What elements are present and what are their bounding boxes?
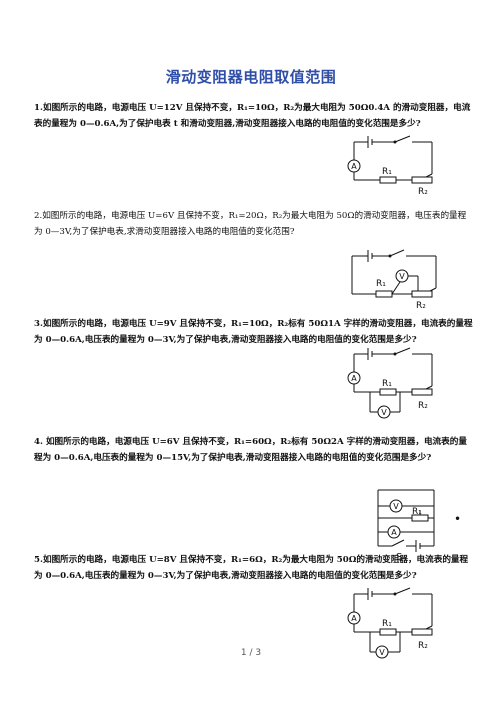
voltmeter-label: V <box>379 648 385 657</box>
r1-label: R₁ <box>382 619 392 629</box>
switch-s-label: S <box>396 552 402 563</box>
question-4: 4. 如图所示的电路，电源电压 U=6V 且保持不变，R₁=60Ω，R₂标有 5… <box>34 437 467 463</box>
ammeter-label: A <box>351 374 357 383</box>
r1-label: R₁ <box>376 279 386 289</box>
ammeter-label: A <box>351 614 357 623</box>
stray-dot: • <box>454 512 462 526</box>
question-2: 2.如图所示的电路，电源电压 U=6V 且保持不变，R₁=20Ω，R₂为最大电阻… <box>34 211 467 237</box>
circuit-diagram-3: A V R₁ R₂ <box>340 346 450 432</box>
r2-label: R₂ <box>418 641 428 651</box>
r1-label: R₁ <box>412 507 422 517</box>
r1-label: R₁ <box>382 379 392 389</box>
question-1: 1.如图所示的电路，电源电压 U=12V 且保持不变，R₁=10Ω，R₂为最大电… <box>34 103 471 129</box>
circuit-diagram-5: A V R₁ R₂ <box>340 586 450 672</box>
r2-label: R₂ <box>416 301 426 311</box>
question-5: 5.如图所示的电路，电源电压 U=8V 且保持不变，R₁=6Ω，R₂为最大电阻为… <box>34 555 469 581</box>
circuit-diagram-2: V R₁ R₂ <box>346 246 456 314</box>
r2-label: R₂ <box>418 187 428 197</box>
page-title: 滑动变阻器电阻取值范围 <box>165 68 337 86</box>
circuit-diagram-1: A R₁ R₂ <box>340 134 450 202</box>
r1-label: R₁ <box>382 167 392 177</box>
ammeter-label: A <box>351 162 357 171</box>
voltmeter-label: V <box>393 502 399 511</box>
r2-label: R₂ <box>418 401 428 411</box>
page-number: 1 / 3 <box>240 648 262 658</box>
circuit-diagram-4: V A R₁ S <box>368 484 448 568</box>
voltmeter-label: V <box>381 408 387 417</box>
question-3: 3.如图所示的电路，电源电压 U=9V 且保持不变，R₁=10Ω，R₂标有 50… <box>34 319 473 345</box>
voltmeter-label: V <box>399 272 405 281</box>
ammeter-label: A <box>391 528 397 537</box>
